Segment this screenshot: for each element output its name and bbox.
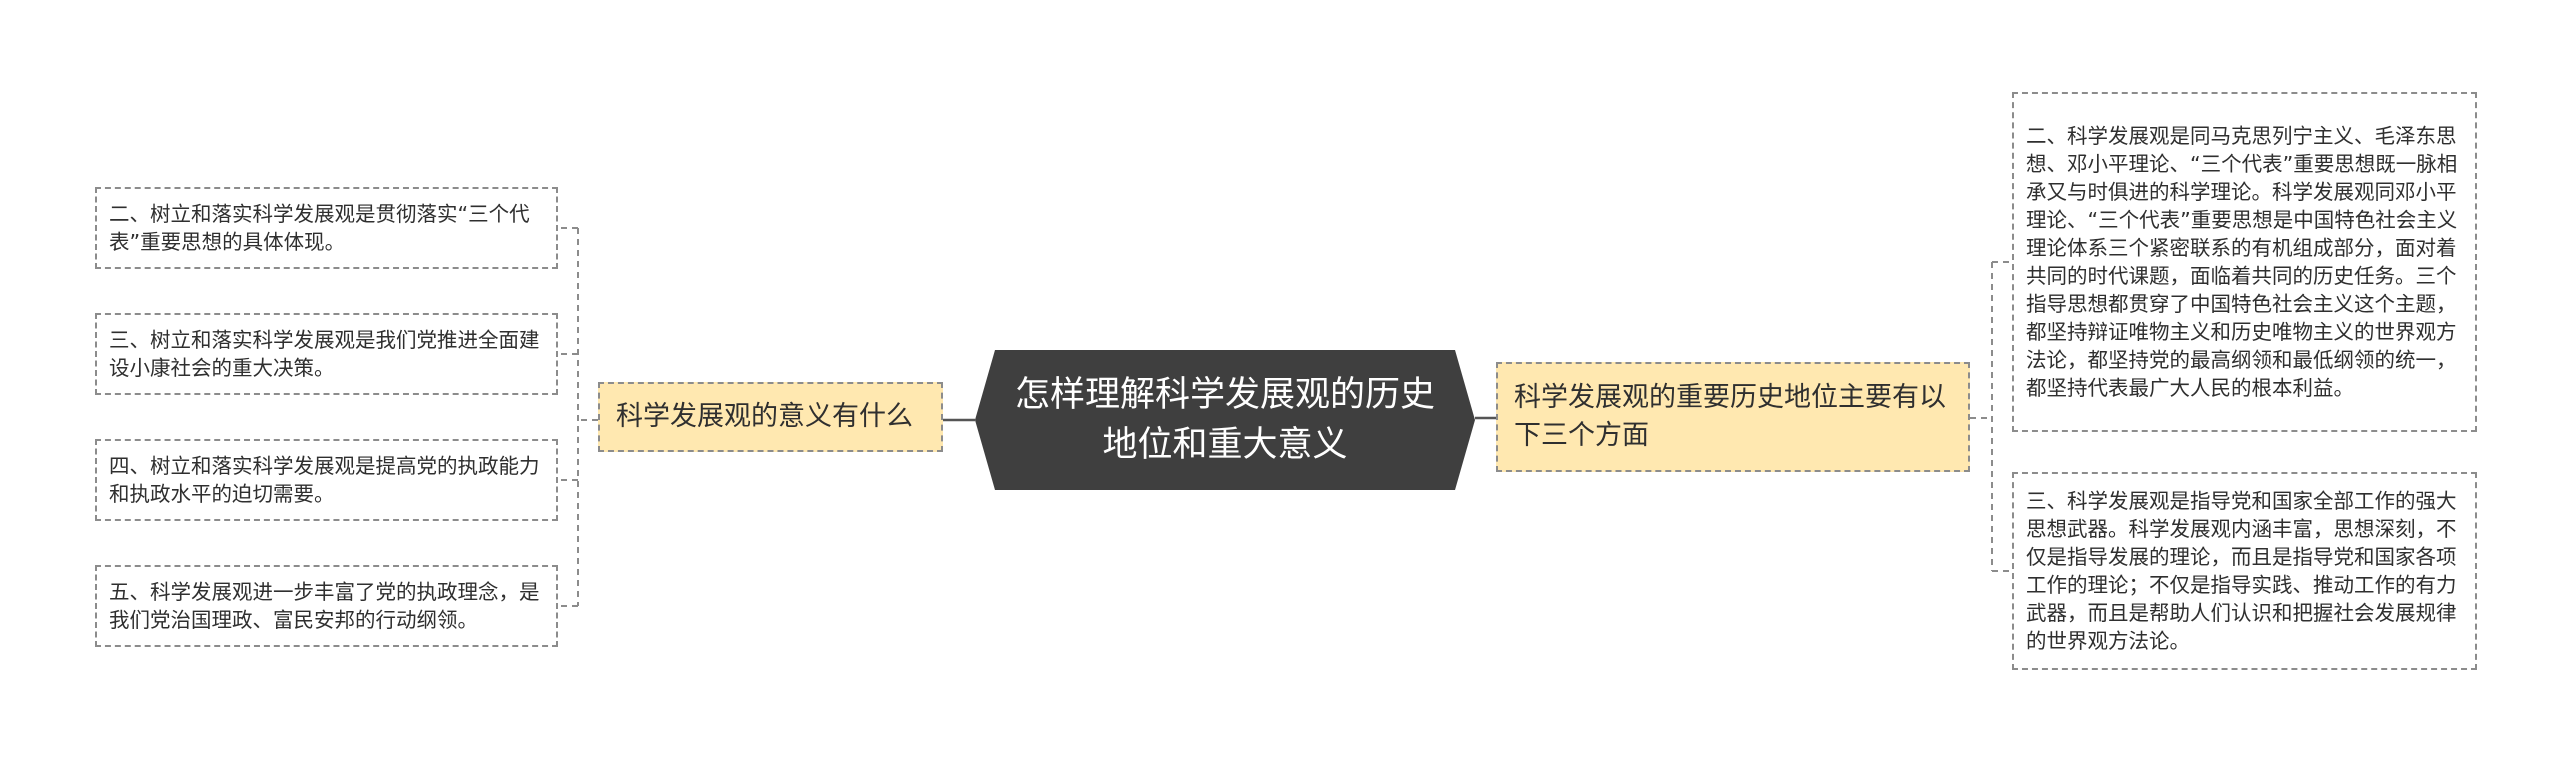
leaf-node[interactable]: 四、树立和落实科学发展观是提高党的执政能力和执政水平的迫切需要。 bbox=[95, 439, 558, 521]
leaf-node[interactable]: 三、树立和落实科学发展观是我们党推进全面建设小康社会的重大决策。 bbox=[95, 313, 558, 395]
root-node-text: 怎样理解科学发展观的历史地位和重大意义 bbox=[1014, 375, 1435, 465]
leaf-node[interactable]: 五、科学发展观进一步丰富了党的执政理念，是我们党治国理政、富民安邦的行动纲领。 bbox=[95, 565, 558, 647]
connector-left-bracket bbox=[558, 227, 598, 607]
leaf-node[interactable]: 二、科学发展观是同马克思列宁主义、毛泽东思想、邓小平理论、“三个代表”重要思想既… bbox=[2012, 92, 2477, 432]
leaf-node-text: 二、科学发展观是同马克思列宁主义、毛泽东思想、邓小平理论、“三个代表”重要思想既… bbox=[2026, 124, 2458, 400]
leaf-node-text: 四、树立和落实科学发展观是提高党的执政能力和执政水平的迫切需要。 bbox=[109, 454, 540, 506]
leaf-node[interactable]: 三、科学发展观是指导党和国家全部工作的强大思想武器。科学发展观内涵丰富，思想深刻… bbox=[2012, 472, 2477, 670]
branch-node-text: 科学发展观的意义有什么 bbox=[616, 401, 913, 432]
leaf-node-text: 三、科学发展观是指导党和国家全部工作的强大思想武器。科学发展观内涵丰富，思想深刻… bbox=[2026, 489, 2457, 653]
branch-node-text: 科学发展观的重要历史地位主要有以下三个方面 bbox=[1514, 382, 1946, 451]
leaf-node-text: 二、树立和落实科学发展观是贯彻落实“三个代表”重要思想的具体体现。 bbox=[109, 202, 530, 254]
leaf-node[interactable]: 二、树立和落实科学发展观是贯彻落实“三个代表”重要思想的具体体现。 bbox=[95, 187, 558, 269]
connector-right-bracket bbox=[1970, 261, 2012, 572]
leaf-node-text: 五、科学发展观进一步丰富了党的执政理念，是我们党治国理政、富民安邦的行动纲领。 bbox=[109, 580, 540, 632]
leaf-node-text: 三、树立和落实科学发展观是我们党推进全面建设小康社会的重大决策。 bbox=[109, 328, 540, 380]
root-node[interactable]: 怎样理解科学发展观的历史地位和重大意义 bbox=[975, 350, 1475, 490]
branch-node-historical-status[interactable]: 科学发展观的重要历史地位主要有以下三个方面 bbox=[1496, 362, 1970, 472]
branch-node-significance[interactable]: 科学发展观的意义有什么 bbox=[598, 382, 943, 452]
